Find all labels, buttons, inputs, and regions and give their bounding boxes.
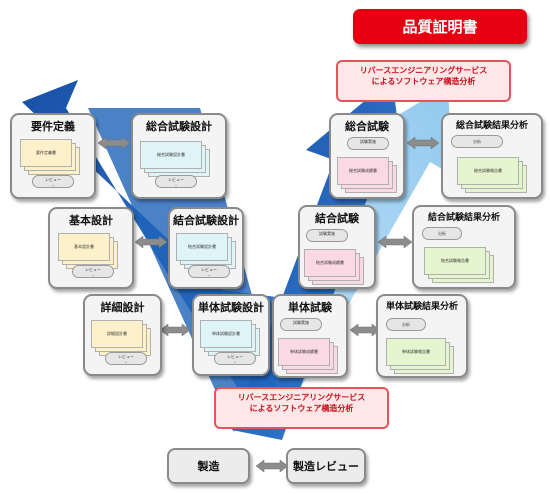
system-analysis-title: 総合試験結果分析 [455,121,528,131]
requirements-review: レビュー– [32,175,74,188]
unit-test-design-box: 単体試験設計 単体試験設計書 レビュー– [192,294,270,376]
reverse-engineering-callout-bottom: リバースエンジニアリングサービス によるソフトウェア構造分析 [214,387,389,429]
unit-analysis-doc-stack: 単体試験報告書 [386,338,454,374]
requirements-doc: 要件定義書 [20,139,72,167]
callout-top-line2: によるソフトウェア構造分析 [371,77,476,86]
integration-analysis-title: 結合試験結果分析 [427,213,500,223]
unit-test-run: 試験実施 [280,318,322,331]
system-test-design-box: 総合試験設計 総合試験設計書 レビュー– [131,113,227,199]
basic-design-title: 基本設計 [69,214,113,227]
integration-analysis-doc-stack: 結合試験報告書 [424,247,494,283]
quality-certificate-title: 品質証明書 [353,9,527,44]
requirements-box: 要件定義 要件定義書 レビュー– [10,113,96,199]
unit-test-title: 単体試験 [288,301,332,314]
detail-design-doc-stack: 詳細設計書 [91,320,151,356]
unit-test-design-title: 単体試験設計 [198,301,264,314]
unit-analysis-action: 分析 [386,318,426,331]
system-test-design-doc-stack: 総合試験設計書 [140,141,210,177]
detail-design-review: レビュー– [105,352,147,365]
unit-test-doc: 単体試験成績書 [278,338,330,366]
system-test-title: 総合試験 [345,120,389,133]
system-analysis-doc: 総合試験報告書 [457,157,519,185]
integration-test-title: 結合試験 [315,212,359,225]
integration-test-run: 試験実施 [306,229,348,242]
integration-test-doc: 結合試験成績書 [304,249,356,277]
unit-test-design-doc-stack: 単体試験設計書 [200,320,260,356]
system-test-doc-stack: 総合試験成績書 [337,157,397,193]
callout-bottom-line2: によるソフトウェア構造分析 [249,404,354,413]
integration-analysis-doc: 結合試験報告書 [424,247,486,275]
integration-test-doc-stack: 結合試験成績書 [304,249,364,285]
basic-design-doc: 基本設計書 [58,233,110,261]
system-analysis-box: 総合試験結果分析 分析 総合試験報告書 [441,113,543,199]
integration-test-design-doc: 結合試験設計書 [176,233,228,261]
detail-design-box: 詳細設計 詳細設計書 レビュー– [83,294,162,376]
manufacture-box: 製造 [167,448,250,484]
integration-test-design-box: 結合試験設計 結合試験設計書 レビュー– [168,207,244,289]
system-test-design-title: 総合試験設計 [146,120,212,133]
system-test-box: 総合試験 試験実施 総合試験成績書 [329,113,405,199]
basic-design-doc-stack: 基本設計書 [58,233,118,269]
integration-test-box: 結合試験 試験実施 結合試験成績書 [298,205,376,289]
system-analysis-action: 分析 [451,135,503,148]
unit-analysis-title: 単体試験結果分析 [385,302,458,312]
unit-analysis-box: 単体試験結果分析 分析 単体試験報告書 [376,294,468,378]
callout-bottom-line1: リバースエンジニアリングサービス [237,393,366,402]
unit-test-box: 単体試験 試験実施 単体試験成績書 [272,294,348,378]
basic-design-review: レビュー– [72,265,114,278]
reverse-engineering-callout-top: リバースエンジニアリングサービス によるソフトウェア構造分析 [336,60,511,102]
integration-test-design-review: レビュー– [188,265,230,278]
system-test-run: 試験実施 [347,137,389,150]
callout-top-line1: リバースエンジニアリングサービス [359,66,488,75]
system-test-doc: 総合試験成績書 [337,157,389,185]
unit-test-design-doc: 単体試験設計書 [200,320,252,348]
integration-test-design-title: 結合試験設計 [173,214,239,227]
integration-test-design-doc-stack: 結合試験設計書 [176,233,236,269]
system-analysis-doc-stack: 総合試験報告書 [457,157,527,193]
requirements-title: 要件定義 [31,120,75,133]
system-test-design-doc: 総合試験設計書 [140,141,202,169]
system-test-design-review: レビュー– [155,175,197,188]
detail-design-title: 詳細設計 [100,301,145,314]
unit-analysis-doc: 単体試験報告書 [386,338,446,366]
manufacture-review-box: 製造レビュー [286,448,366,484]
unit-test-design-review: レビュー– [214,352,256,365]
requirements-doc-stack: 要件定義書 [20,139,80,175]
connector-arrows [97,136,440,473]
integration-analysis-box: 結合試験結果分析 分析 結合試験報告書 [412,205,516,289]
unit-test-doc-stack: 単体試験成績書 [278,338,338,374]
integration-analysis-action: 分析 [422,227,462,240]
detail-design-doc: 詳細設計書 [91,320,143,348]
basic-design-box: 基本設計 基本設計書 レビュー– [48,207,134,289]
